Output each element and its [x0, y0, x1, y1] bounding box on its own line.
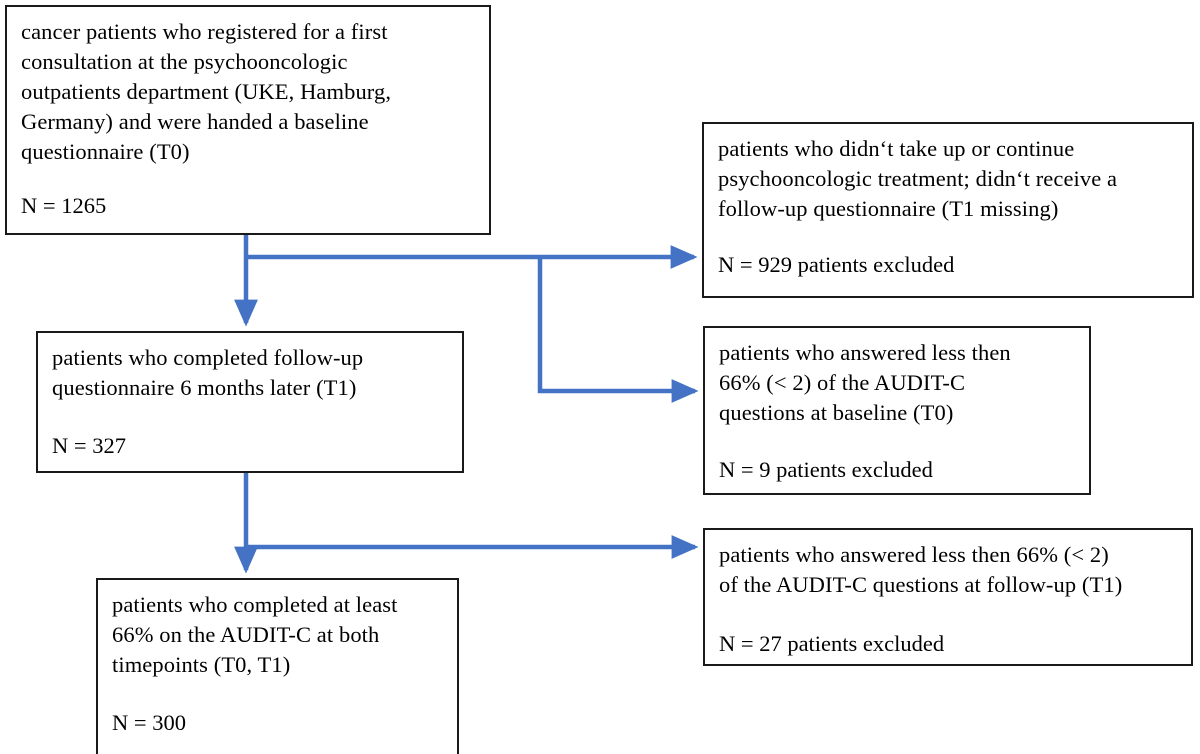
- box-enrolled-description: cancer patients who registered for a fir…: [21, 19, 392, 164]
- box-excluded-audit-followup-count: N = 27 patients excluded: [719, 631, 945, 657]
- box-final-sample-description: patients who completed at least 66% on t…: [112, 592, 398, 677]
- box-enrolled-count: N = 1265: [21, 193, 107, 219]
- box-excluded-audit-baseline-description: patients who answered less then 66% (< 2…: [719, 340, 1011, 425]
- box-excluded-audit-baseline: patients who answered less then 66% (< 2…: [703, 326, 1091, 495]
- box-excluded-t1-missing-count: N = 929 patients excluded: [718, 251, 955, 277]
- box-enrolled-patients: cancer patients who registered for a fir…: [5, 5, 491, 235]
- connector-enrolled-to-excluded-audit-baseline: [537, 257, 699, 403]
- box-excluded-t1-missing: patients who didn‘t take up or continue …: [702, 122, 1194, 298]
- box-excluded-audit-followup: patients who answered less then 66% (< 2…: [703, 528, 1193, 666]
- box-excluded-audit-followup-description: patients who answered less then 66% (< 2…: [719, 542, 1123, 597]
- box-followup-completed-count: N = 327: [52, 432, 126, 458]
- box-final-sample: patients who completed at least 66% on t…: [96, 578, 459, 754]
- box-followup-completed-description: patients who completed follow-up questio…: [52, 345, 364, 400]
- box-final-sample-count: N = 300: [112, 709, 186, 735]
- box-excluded-t1-missing-description: patients who didn‘t take up or continue …: [718, 136, 1118, 221]
- box-excluded-audit-baseline-count: N = 9 patients excluded: [719, 456, 933, 482]
- box-followup-completed: patients who completed follow-up questio…: [36, 331, 464, 473]
